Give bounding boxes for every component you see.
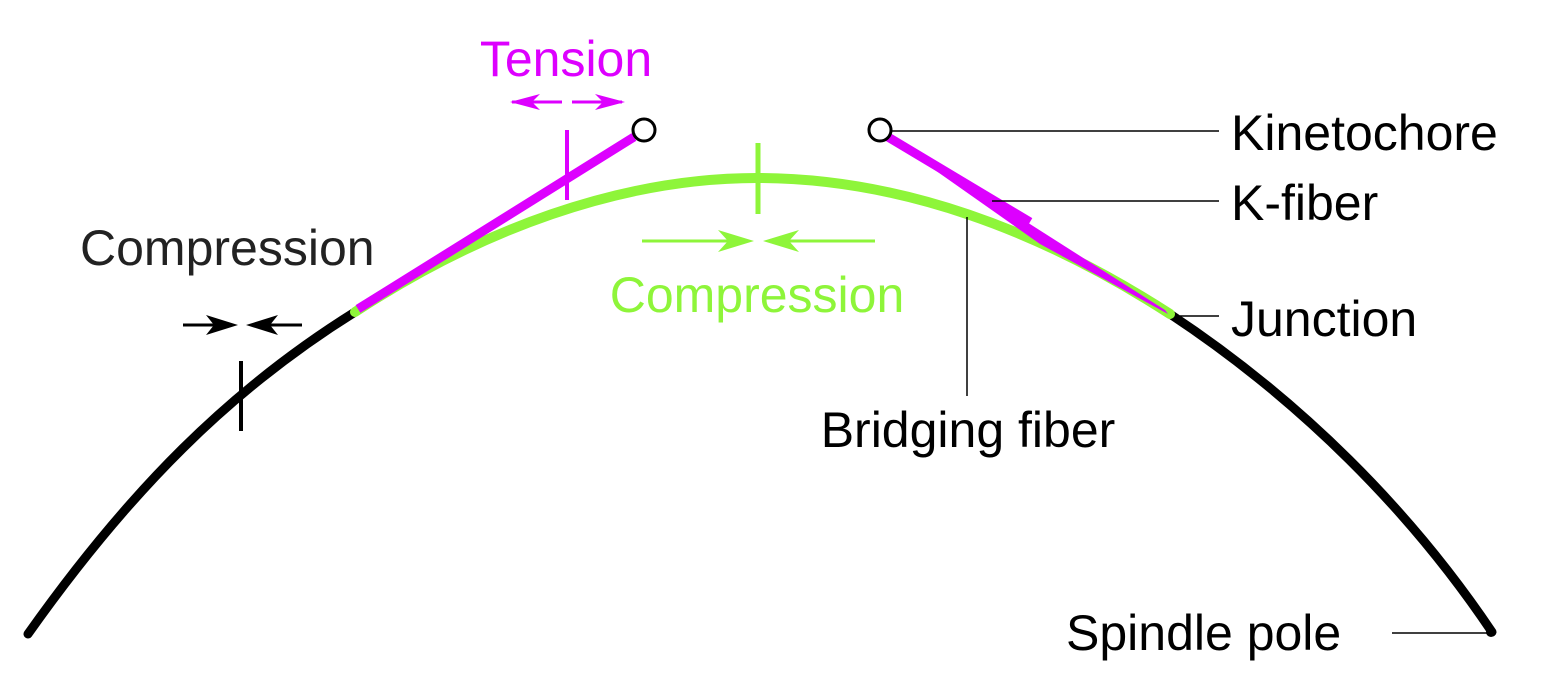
kinetochore-left <box>631 117 657 143</box>
kinetochore-label: Kinetochore <box>1231 105 1498 161</box>
kinetochore-right <box>867 117 893 143</box>
tension-label: Tension <box>480 31 652 87</box>
outer-compression-arrows <box>183 315 302 335</box>
spindle-pole <box>1486 627 1496 637</box>
k-fiber-left <box>355 133 637 313</box>
spindle-pole-label: Spindle pole <box>1066 605 1341 661</box>
junction-label: Junction <box>1231 291 1417 347</box>
bridging-compression-arrows <box>642 230 875 252</box>
bridging-compression-label: Compression <box>610 267 905 323</box>
tension-arrows <box>510 94 625 110</box>
k-fiber-right-body <box>885 133 1033 226</box>
k-fiber-label: K-fiber <box>1231 175 1378 231</box>
outer-compression-label: Compression <box>80 220 375 276</box>
bridging-fiber-label: Bridging fiber <box>821 402 1116 458</box>
